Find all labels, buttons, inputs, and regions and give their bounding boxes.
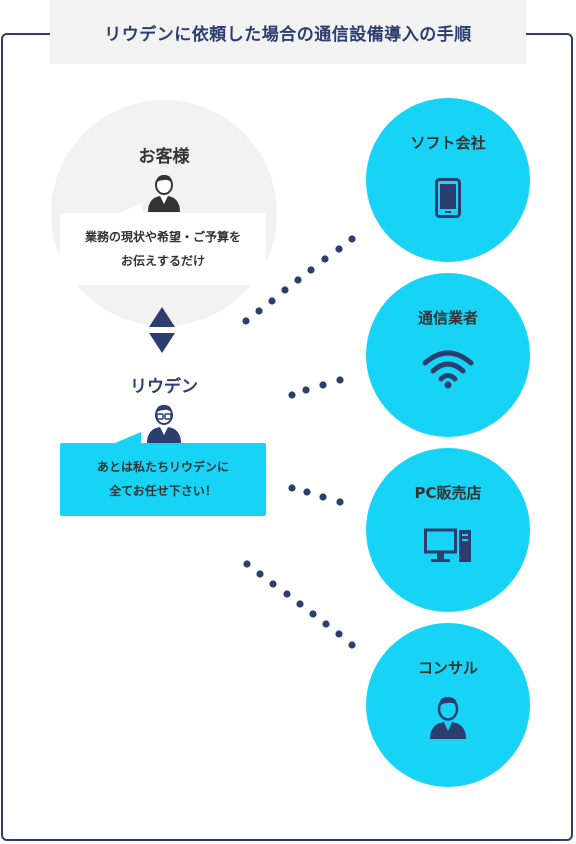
riuden-message-line2: 全てお任せ下さい！ (109, 484, 217, 498)
wifi-icon (422, 350, 474, 389)
arrow-up-icon (149, 307, 175, 327)
connector-riuden-consult (243, 560, 356, 649)
partner-label: ソフト会社 (410, 134, 486, 152)
partner-label: PC販売店 (414, 484, 482, 502)
consultant-person-icon (430, 697, 466, 739)
partner-label: 通信業者 (417, 309, 478, 327)
partner-pc-shop: PC販売店 (366, 448, 530, 612)
partner-label: コンサル (417, 659, 478, 677)
desktop-pc-icon (424, 528, 471, 562)
customer-person-icon (148, 175, 180, 212)
riuden-speech-bubble: あとは私たちリウデンに 全てお任せ下さい！ (60, 432, 266, 516)
bubble-tail (115, 432, 141, 443)
riuden-staff-icon (147, 405, 181, 443)
connector-customer-soft (242, 235, 356, 325)
partner-consultant: コンサル (366, 623, 530, 787)
connector-riuden-telecom (288, 376, 344, 399)
diagram-title: リウデンに依頼した場合の通信設備導入の手順 (50, 0, 526, 64)
connector-riuden-pcshop (288, 484, 344, 506)
smartphone-icon (435, 178, 461, 218)
riuden-label: リウデン (130, 377, 198, 397)
partner-telecom: 通信業者 (366, 273, 530, 437)
customer-message-line2: お伝えするだけ (120, 254, 205, 268)
customer-message-line1: 業務の現状や希望・ご予算を (84, 230, 241, 244)
partner-soft-company: ソフト会社 (366, 98, 530, 262)
riuden-message-line1: あとは私たちリウデンに (96, 460, 229, 474)
bubble-tail (120, 203, 142, 213)
customer-speech-bubble: 業務の現状や希望・ご予算を お伝えするだけ (60, 203, 266, 285)
riuden-message: あとは私たちリウデンに 全てお任せ下さい！ (60, 455, 266, 503)
customer-label: お客様 (138, 147, 190, 167)
customer-message: 業務の現状や希望・ご予算を お伝えするだけ (60, 225, 266, 273)
arrow-down-icon (149, 333, 175, 353)
